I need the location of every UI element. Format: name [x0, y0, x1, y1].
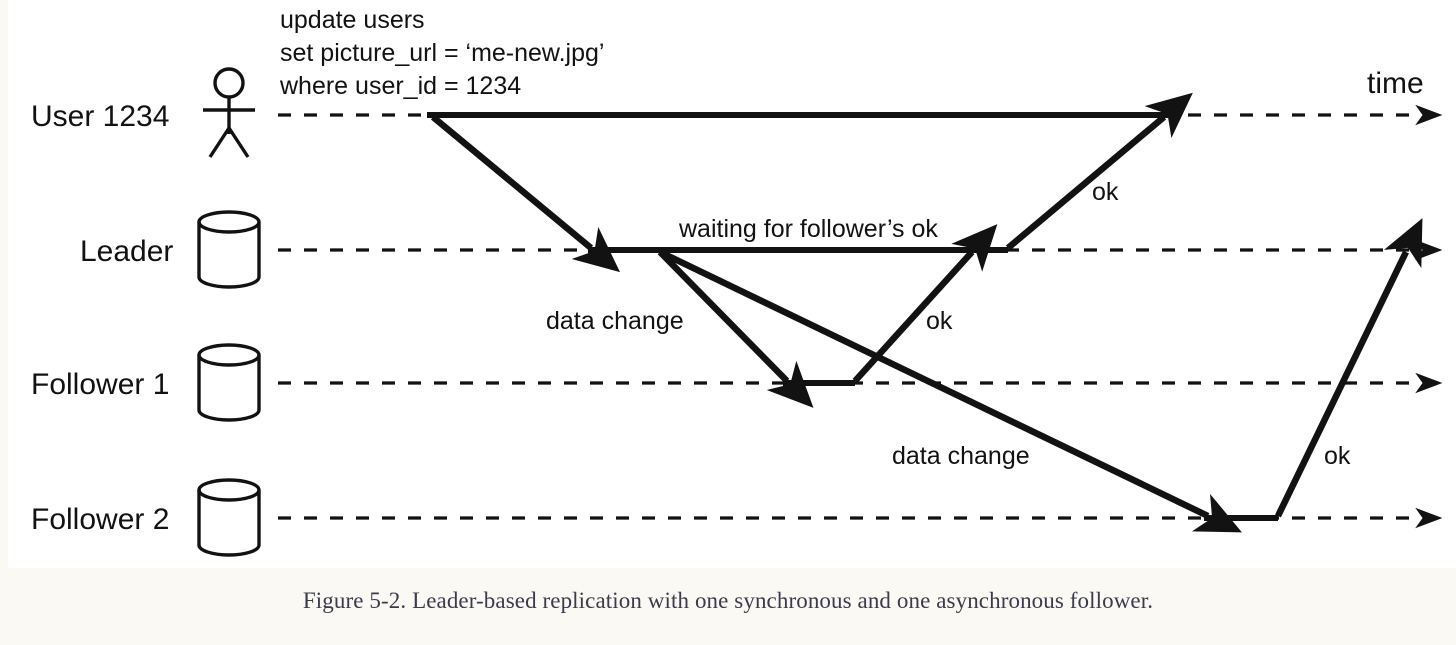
actor-label-follower1: Follower 1 [31, 368, 169, 401]
database-cylinder-icon-follower2 [197, 478, 261, 557]
stick-figure-icon [203, 67, 255, 158]
ok-follower1-label: ok [926, 307, 953, 335]
actor-label-leader: Leader [80, 235, 173, 268]
query-line-2: set picture_url = ‘me-new.jpg’ [280, 39, 604, 67]
write-request-arrow [430, 114, 621, 273]
query-line-1: update users [280, 6, 425, 34]
database-cylinder-icon-follower1 [197, 343, 261, 422]
figure-canvas: update users set picture_url = ‘me-new.j… [8, 0, 1456, 568]
waiting-note-label: waiting for follower’s ok [678, 215, 938, 243]
query-line-3: where user_id = 1234 [279, 72, 521, 100]
ok-follower2-label: ok [1324, 442, 1351, 470]
database-cylinder-icon-leader [197, 210, 261, 289]
data-change-follower2-arrow [658, 249, 1242, 533]
actor-label-user: User 1234 [31, 100, 169, 133]
actor-label-follower2: Follower 2 [31, 503, 169, 536]
ok-user-label: ok [1092, 178, 1119, 206]
figure-caption: Figure 5-2. Leader-based replication wit… [302, 588, 1154, 613]
time-axis-label: time [1367, 67, 1424, 100]
ok-follower1-arrow [852, 224, 998, 384]
data-change-follower2-label: data change [892, 442, 1030, 470]
data-change-follower1-arrow [657, 249, 814, 408]
sequence-diagram: update users set picture_url = ‘me-new.j… [31, 6, 1443, 557]
data-change-follower1-label: data change [546, 307, 684, 335]
ok-user-arrow [1005, 92, 1193, 251]
ok-follower2-arrow [1275, 218, 1423, 518]
